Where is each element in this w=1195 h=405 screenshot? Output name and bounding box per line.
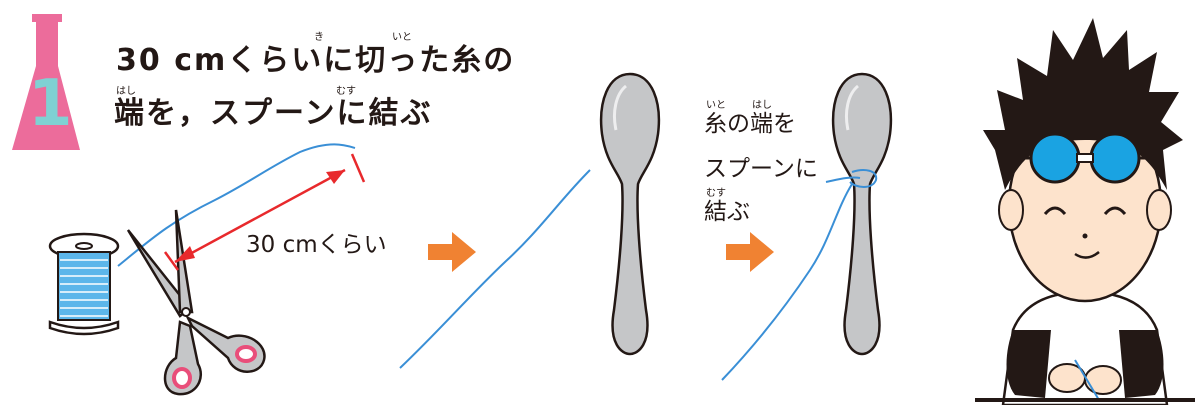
flask-icon [12,14,80,150]
step-number: 1 [28,67,73,141]
spool-icon [48,232,120,336]
step-title-line2: 端を，スプーンに結ぶ [114,96,433,131]
boy-illustration [975,18,1195,405]
spoon-icon [831,72,893,356]
spoon-icon [599,72,661,356]
s3-line1: 糸の端を [704,111,796,137]
s3-ruby-ito: いと [706,100,726,111]
arrow-right-icon [428,232,476,272]
s3-ruby-musu: むす [706,188,726,199]
ruby-musu: むす [336,86,356,97]
step-title-line1: 30 cmくらいに切った糸の [116,43,516,78]
ruby-ito: いと [392,32,412,43]
ruby-hashi: はし [116,86,136,97]
arrow-right-icon [726,232,774,272]
s3-line2: スプーンに [704,156,818,182]
measure-label: 30 cmくらい [246,232,387,258]
ruby-ki: き [314,32,324,43]
s3-line3: 結ぶ [704,199,750,225]
s3-ruby-hashi: はし [752,100,772,111]
scissors-icon [126,209,266,396]
